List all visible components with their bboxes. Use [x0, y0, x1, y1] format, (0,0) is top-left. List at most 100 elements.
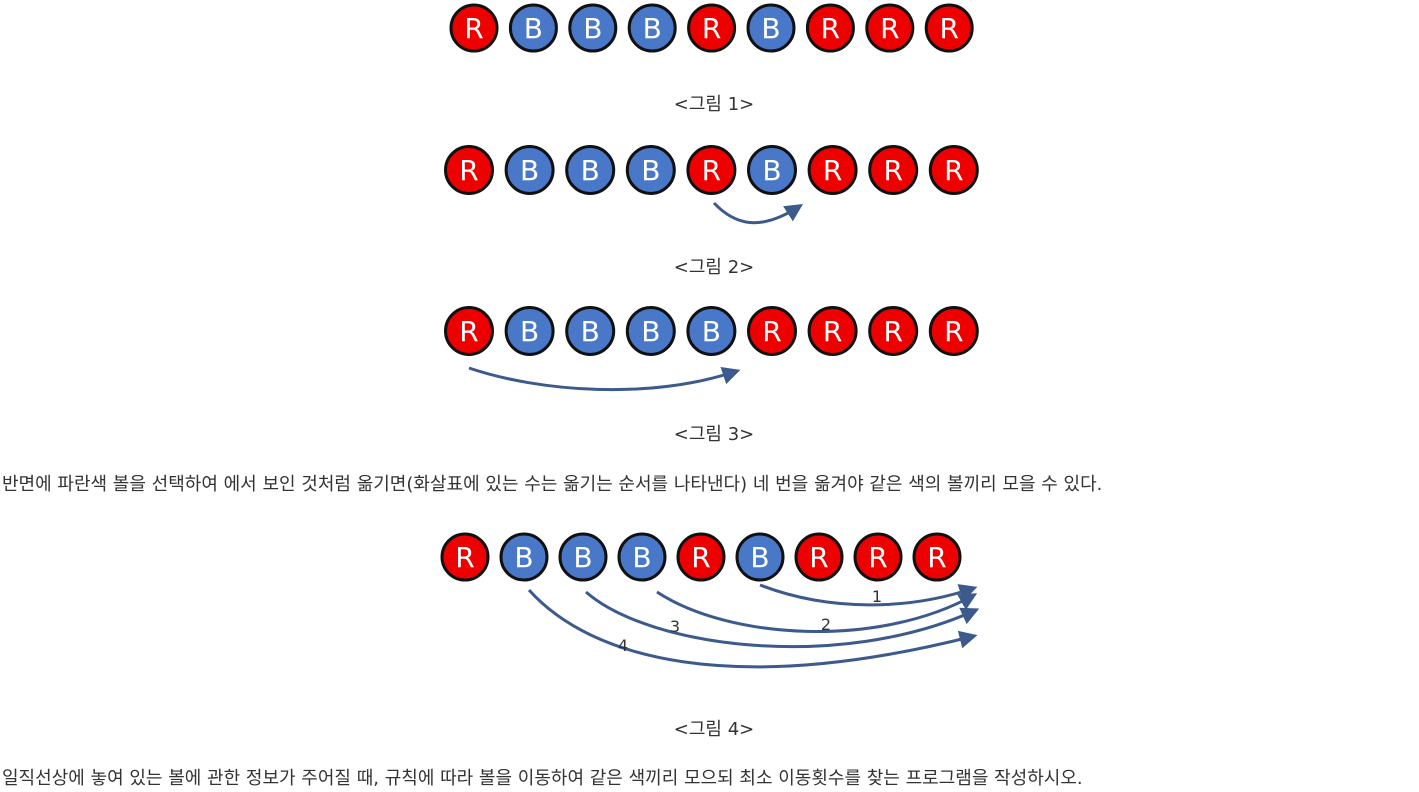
- figure-3-caption: <그림 3>: [673, 424, 755, 445]
- ball-letter: B: [581, 315, 600, 348]
- ball-circle: [928, 306, 979, 356]
- ball-letter: R: [809, 541, 828, 574]
- ball-circle: [568, 3, 618, 53]
- ball-circle: [735, 532, 785, 582]
- ball-circle: [508, 3, 558, 53]
- ball-red: R: [794, 532, 844, 582]
- ball-circle: [686, 306, 737, 356]
- ball-letter: R: [702, 154, 721, 187]
- ball-blue: B: [504, 306, 555, 356]
- ball-letter: R: [459, 315, 478, 348]
- ball-circle: [912, 532, 962, 582]
- ball-red: R: [868, 145, 919, 195]
- ball-circle: [853, 532, 903, 582]
- ball-blue: B: [565, 306, 616, 356]
- ball-red: R: [440, 532, 490, 582]
- ball-circle: [746, 3, 796, 53]
- ball-red: R: [924, 3, 974, 53]
- ball-blue: B: [746, 3, 796, 53]
- ball-circle: [928, 145, 979, 195]
- ball-blue: B: [504, 145, 555, 195]
- ball-circle: [558, 532, 608, 582]
- ball-red: R: [865, 3, 915, 53]
- paragraph-explanation: 반면에 파란색 볼을 선택하여 에서 보인 것처럼 옮기면(화살표에 있는 수는…: [2, 474, 1103, 495]
- ball-circle: [868, 306, 919, 356]
- ball-circle: [504, 306, 555, 356]
- ball-letter: R: [702, 12, 721, 45]
- ball-circle: [449, 3, 499, 53]
- ball-letter: B: [632, 541, 651, 574]
- ball-letter: B: [641, 154, 660, 187]
- figure-4-caption: <그림 4>: [673, 719, 755, 740]
- ball-circle: [747, 306, 797, 356]
- ball-circle: [625, 145, 676, 195]
- ball-circle: [686, 145, 737, 195]
- ball-circle: [617, 532, 667, 582]
- ball-letter: B: [520, 154, 539, 187]
- ball-letter: B: [524, 12, 543, 45]
- ball-letter: R: [762, 315, 781, 348]
- ball-blue: B: [747, 145, 797, 195]
- ball-blue: B: [735, 532, 785, 582]
- ball-letter: R: [944, 315, 963, 348]
- ball-circle: [499, 532, 549, 582]
- ball-circle: [565, 306, 616, 356]
- ball-circle: [625, 306, 676, 356]
- ball-blue: B: [625, 145, 676, 195]
- ball-red: R: [853, 532, 903, 582]
- ball-red: R: [805, 3, 855, 53]
- ball-blue: B: [686, 306, 737, 356]
- ball-red: R: [676, 532, 726, 582]
- ball-circle: [444, 145, 494, 195]
- ball-letter: B: [573, 541, 592, 574]
- ball-blue: B: [627, 3, 677, 53]
- ball-letter: B: [583, 12, 602, 45]
- ball-circle: [807, 145, 858, 195]
- figure-1-caption: <그림 1>: [673, 94, 755, 115]
- ball-letter: R: [691, 541, 710, 574]
- ball-red: R: [928, 306, 979, 356]
- ball-red: R: [687, 3, 737, 53]
- move-arrow-figure-2: [712, 201, 804, 225]
- ball-circle: [440, 532, 490, 582]
- ball-letter: R: [821, 12, 840, 45]
- ball-blue: B: [565, 145, 616, 195]
- ball-letter: R: [927, 541, 946, 574]
- ball-letter: B: [643, 12, 662, 45]
- ball-circle: [676, 532, 726, 582]
- ball-red: R: [747, 306, 797, 356]
- ball-letter: B: [762, 154, 781, 187]
- ball-letter: B: [520, 315, 539, 348]
- arrow-label-3: 3: [670, 617, 680, 636]
- figure-2-caption: <그림 2>: [673, 257, 755, 278]
- move-arrow-figure-3: [468, 366, 741, 392]
- ball-circle: [924, 3, 974, 53]
- ball-red: R: [807, 306, 858, 356]
- ball-letter: R: [455, 541, 474, 574]
- ball-blue: B: [617, 532, 667, 582]
- move-arrow-4-2: [656, 590, 978, 633]
- ball-circle: [868, 145, 919, 195]
- ball-red: R: [686, 145, 737, 195]
- paragraph-problem: 일직선상에 놓여 있는 볼에 관한 정보가 주어질 때, 규칙에 따라 볼을 이…: [2, 768, 1083, 789]
- ball-letter: R: [823, 315, 842, 348]
- ball-letter: B: [761, 12, 780, 45]
- ball-letter: R: [464, 12, 483, 45]
- arrow-label-1: 1: [872, 587, 882, 606]
- ball-blue: B: [568, 3, 618, 53]
- ball-letter: R: [459, 154, 478, 187]
- ball-letter: B: [581, 154, 600, 187]
- ball-circle: [747, 145, 797, 195]
- ball-letter: R: [823, 154, 842, 187]
- ball-circle: [504, 145, 555, 195]
- ball-letter: R: [883, 315, 902, 348]
- move-arrow-4-3: [585, 590, 980, 649]
- ball-red: R: [868, 306, 919, 356]
- ball-blue: B: [625, 306, 676, 356]
- ball-letter: R: [880, 12, 899, 45]
- ball-red: R: [449, 3, 499, 53]
- ball-blue: B: [558, 532, 608, 582]
